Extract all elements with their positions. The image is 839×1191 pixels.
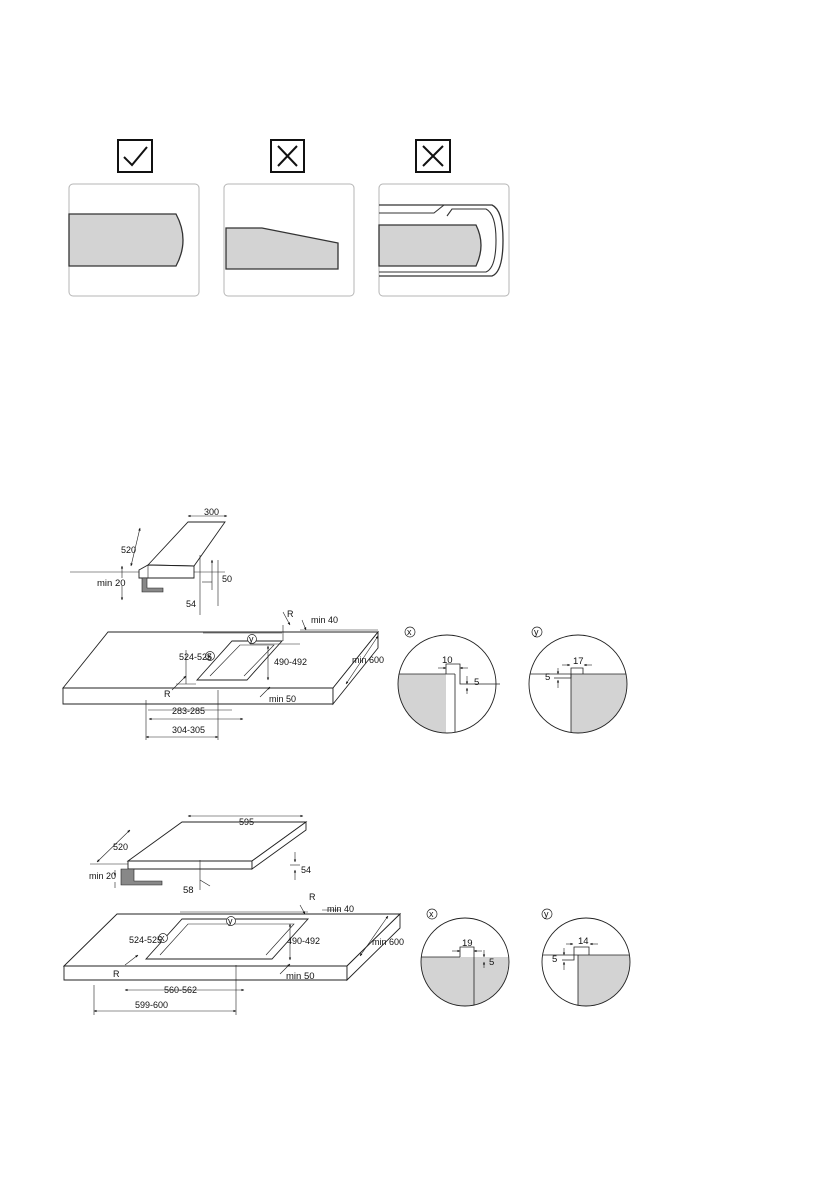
label-min-frame: min 20 xyxy=(89,871,116,881)
detail-y-circle: y 17 5 xyxy=(529,627,629,734)
svg-text:y: y xyxy=(249,634,254,644)
label-min-frame: min 20 xyxy=(97,578,126,589)
detail-y-circle: y 14 5 xyxy=(542,909,632,1015)
detail-x-circle: x 19 5 xyxy=(421,909,511,1017)
detail-y-width: 17 xyxy=(573,656,584,667)
label-cut-side: 490-492 xyxy=(274,657,307,667)
label-cut-width-inner: 560-562 xyxy=(164,985,197,995)
label-radius: R xyxy=(164,689,171,699)
detail-x-circle: x 10 5 xyxy=(398,627,506,734)
edge-panel-rounded xyxy=(69,184,199,296)
label-cut-depth: 524-525 xyxy=(129,935,162,945)
label-hob-width: 595 xyxy=(239,817,254,827)
label-cut-side: 490-492 xyxy=(287,936,320,946)
diagram-hob-595: x y 595 520 min 20 54 58 524-525 490-492… xyxy=(64,816,632,1017)
hob-unit xyxy=(90,822,306,890)
detail-x-width: 10 xyxy=(442,655,453,666)
label-min-back: min 40 xyxy=(327,904,354,914)
label-cut-width-outer: 304-305 xyxy=(172,725,205,735)
detail-x-height: 5 xyxy=(489,957,494,968)
detail-x-label: x xyxy=(407,627,412,637)
label-min-worktop: min 600 xyxy=(352,655,384,665)
edge-panel-bevel xyxy=(224,184,354,296)
cross-mark-icon xyxy=(416,140,450,172)
label-min-worktop: min 600 xyxy=(372,937,404,947)
label-min-front: min 50 xyxy=(269,694,296,704)
label-hob-thickness: 54 xyxy=(301,865,311,875)
detail-x-label: x xyxy=(429,909,434,919)
label-hob-depth: 520 xyxy=(121,545,136,555)
diagram-hob-300: x y 300 520 min 20 50 54 524-525 490-492… xyxy=(63,507,629,740)
label-cut-width-outer: 599-600 xyxy=(135,1000,168,1010)
label-install-depth: 58 xyxy=(183,885,194,896)
detail-y-label: y xyxy=(544,909,549,919)
detail-x-width: 19 xyxy=(462,938,473,949)
hob-unit xyxy=(70,522,225,615)
check-mark-icon xyxy=(118,140,152,172)
label-hob-thickness: 50 xyxy=(222,574,232,584)
label-hob-depth: 520 xyxy=(113,842,128,852)
detail-x-height: 5 xyxy=(474,677,479,688)
detail-y-label: y xyxy=(534,627,539,637)
detail-y-height: 5 xyxy=(545,672,550,683)
label-min-front: min 50 xyxy=(286,971,315,982)
label-radius: R xyxy=(309,892,316,902)
label-min-back: min 40 xyxy=(311,615,338,625)
label-hob-width: 300 xyxy=(204,507,219,517)
label-cut-width-inner: 283-285 xyxy=(172,706,205,716)
label-radius: R xyxy=(113,969,120,979)
label-cut-depth: 524-525 xyxy=(179,652,212,662)
detail-y-height: 5 xyxy=(552,954,557,965)
edge-panel-frame xyxy=(379,184,509,296)
cross-mark-icon xyxy=(271,140,304,172)
edge-examples xyxy=(69,140,509,296)
label-install-depth: 54 xyxy=(186,599,196,609)
detail-y-width: 14 xyxy=(578,936,589,947)
worktop-1 xyxy=(63,632,378,704)
label-radius: R xyxy=(287,609,294,619)
svg-text:y: y xyxy=(228,916,233,926)
